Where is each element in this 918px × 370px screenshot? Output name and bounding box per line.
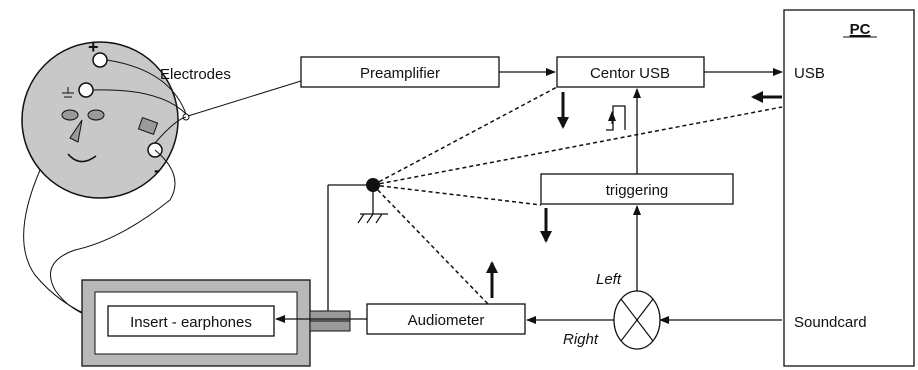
head-illustration: + - Electrodes (21, 37, 231, 321)
electrodes-label: Electrodes (160, 66, 231, 83)
minus-sign: - (154, 160, 160, 180)
head-to-earphone-wire-2 (50, 149, 176, 321)
wire-electrodes-preamplifier (187, 80, 302, 117)
ear (137, 116, 159, 136)
plus-sign: + (88, 37, 99, 57)
soundcard-label: Soundcard (794, 314, 867, 331)
mouth (67, 153, 97, 163)
ground-symbol (357, 213, 388, 224)
electrode-wire-top (106, 59, 187, 115)
left-label: Left (596, 271, 622, 288)
insert-earphones-label: Insert - earphones (130, 314, 252, 331)
pc-label: PC (850, 21, 871, 38)
ground-symbol-head (62, 87, 74, 98)
right-label: Right (563, 331, 599, 348)
trigger-pulse-icon (606, 105, 626, 131)
preamplifier-box: Preamplifier (300, 56, 500, 88)
electrode-front (78, 82, 94, 98)
right-eye (87, 109, 105, 121)
usb-port-label: USB (794, 65, 825, 82)
pc-box: PC USB Soundcard (783, 9, 915, 367)
earphone-connector (309, 310, 351, 332)
triggering-box: triggering (540, 173, 734, 205)
triggering-label: triggering (606, 182, 669, 199)
dashed-links (372, 86, 783, 305)
left-eye (61, 109, 79, 121)
audiometer-label: Audiometer (408, 312, 485, 329)
audiometer-box: Audiometer (366, 303, 526, 335)
electrode-wire-mastoid (154, 116, 187, 144)
preamplifier-label: Preamplifier (360, 65, 440, 82)
nose (69, 119, 83, 143)
head-outline (21, 41, 179, 199)
centor-usb-label: Centor USB (590, 65, 670, 82)
insert-earphones-enclosure: Insert - earphones (81, 279, 311, 367)
left-right-switch (613, 290, 661, 350)
centor-usb-box: Centor USB (556, 56, 705, 88)
electrode-wire-front (92, 89, 187, 115)
